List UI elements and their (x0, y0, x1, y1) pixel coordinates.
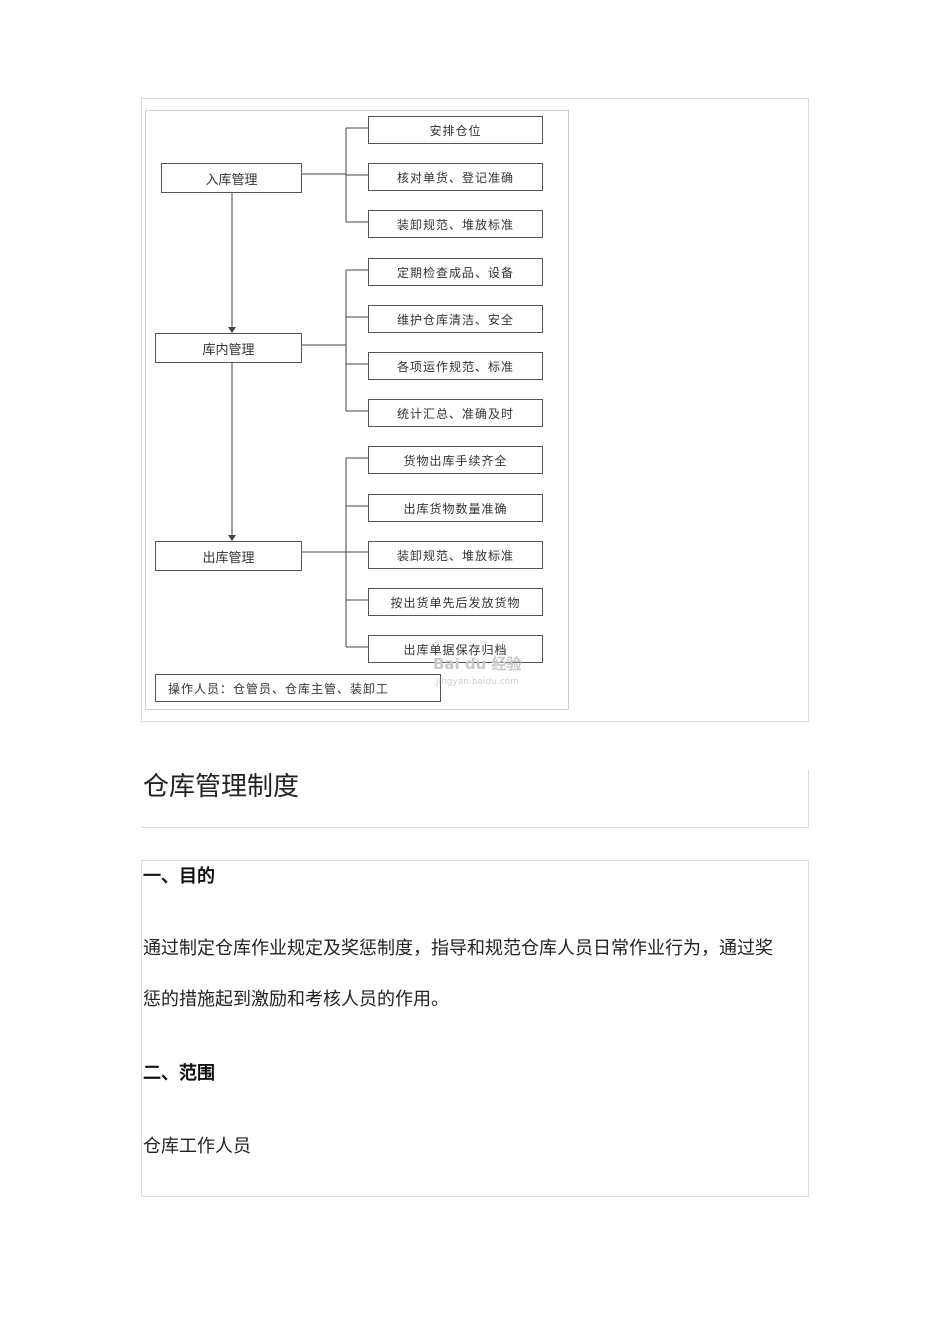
sub-step: 各项运作规范、标准 (368, 352, 543, 380)
figure-panel (141, 98, 809, 722)
main-step-outbound: 出库管理 (155, 541, 302, 571)
section-text-purpose-line1: 通过制定仓库作业规定及奖惩制度，指导和规范仓库人员日常作业行为，通过奖 (143, 938, 773, 959)
sub-step: 核对单货、登记准确 (368, 163, 543, 191)
sub-step: 出库货物数量准确 (368, 494, 543, 522)
flowchart-connectors (228, 127, 368, 648)
operators-note: 操作人员：仓管员、仓库主管、装卸工 (155, 674, 441, 702)
baidu-watermark: Bai du 经验 (433, 655, 522, 673)
sub-step: 定期检查成品、设备 (368, 258, 543, 286)
flowchart: 入库管理 库内管理 出库管理 安排仓位 核对单货、登记准确 装卸规范、堆放标准 … (145, 110, 569, 710)
title-panel (141, 770, 809, 828)
main-step-inbound: 入库管理 (161, 163, 302, 193)
sub-step: 按出货单先后发放货物 (368, 588, 543, 616)
sub-step: 安排仓位 (368, 116, 543, 144)
baidu-watermark-url: jingyan.baidu.com (436, 677, 520, 687)
main-step-in-warehouse: 库内管理 (155, 333, 302, 363)
sub-step: 统计汇总、准确及时 (368, 399, 543, 427)
page-title: 仓库管理制度 (143, 772, 300, 802)
sub-step: 装卸规范、堆放标准 (368, 210, 543, 238)
section-text-scope: 仓库工作人员 (143, 1136, 251, 1157)
section-heading-scope: 二、范围 (143, 1063, 215, 1084)
sub-step: 货物出库手续齐全 (368, 446, 543, 474)
content-panel (141, 860, 809, 1197)
section-heading-purpose: 一、目的 (143, 866, 215, 887)
sub-step: 出库单据保存归档 (368, 635, 543, 663)
section-text-purpose-line2: 惩的措施起到激励和考核人员的作用。 (143, 989, 449, 1010)
sub-step: 装卸规范、堆放标准 (368, 541, 543, 569)
sub-step: 维护仓库清洁、安全 (368, 305, 543, 333)
